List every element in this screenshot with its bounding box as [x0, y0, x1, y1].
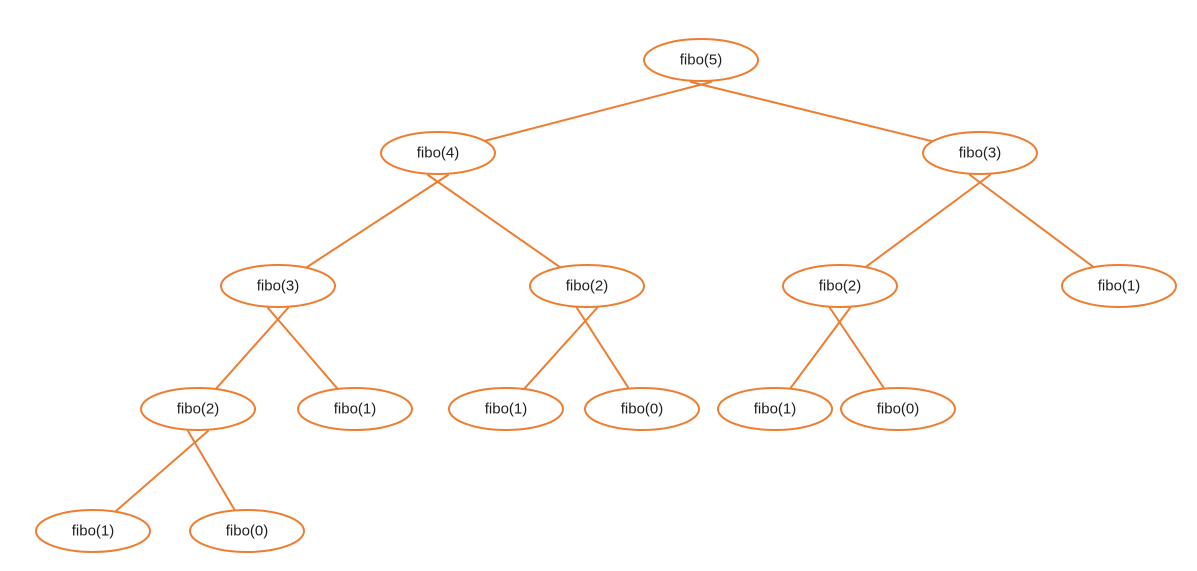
node-label: fibo(5)	[680, 52, 723, 69]
node-ellipse	[922, 131, 1038, 175]
tree-node-n4: fibo(2)	[529, 264, 645, 308]
tree-node-n8: fibo(1)	[297, 387, 413, 431]
tree-node-n12: fibo(0)	[840, 387, 956, 431]
node-label: fibo(4)	[417, 145, 460, 162]
node-label: fibo(2)	[566, 278, 609, 295]
node-label: fibo(0)	[877, 401, 920, 418]
node-ellipse	[643, 38, 759, 82]
node-ellipse	[1061, 264, 1177, 308]
tree-node-n11: fibo(1)	[717, 387, 833, 431]
nodes-layer: fibo(5) fibo(4) fibo(3) fibo(3) fibo(2) fibo(…	[35, 38, 1177, 553]
tree-node-n5: fibo(2)	[782, 264, 898, 308]
node-ellipse	[220, 264, 336, 308]
tree-node-n13: fibo(1)	[35, 509, 151, 553]
node-ellipse	[297, 387, 413, 431]
node-label: fibo(0)	[621, 401, 664, 418]
node-ellipse	[140, 387, 256, 431]
node-label: fibo(3)	[257, 278, 300, 295]
node-label: fibo(1)	[1098, 278, 1141, 295]
tree-node-n6: fibo(1)	[1061, 264, 1177, 308]
node-ellipse	[840, 387, 956, 431]
node-ellipse	[782, 264, 898, 308]
node-ellipse	[35, 509, 151, 553]
node-ellipse	[529, 264, 645, 308]
tree-node-n10: fibo(0)	[584, 387, 700, 431]
node-ellipse	[717, 387, 833, 431]
node-label: fibo(2)	[177, 401, 220, 418]
tree-node-n14: fibo(0)	[189, 509, 305, 553]
tree-node-n3: fibo(3)	[220, 264, 336, 308]
tree-node-n1: fibo(4)	[380, 131, 496, 175]
node-ellipse	[380, 131, 496, 175]
tree-node-n2: fibo(3)	[922, 131, 1038, 175]
node-ellipse	[584, 387, 700, 431]
node-ellipse	[189, 509, 305, 553]
node-label: fibo(1)	[485, 401, 528, 418]
tree-node-n0: fibo(5)	[643, 38, 759, 82]
node-label: fibo(1)	[72, 523, 115, 540]
node-label: fibo(1)	[334, 401, 377, 418]
node-label: fibo(2)	[819, 278, 862, 295]
node-ellipse	[448, 387, 564, 431]
tree-node-n7: fibo(2)	[140, 387, 256, 431]
node-label: fibo(0)	[226, 523, 269, 540]
node-label: fibo(3)	[959, 145, 1002, 162]
node-label: fibo(1)	[754, 401, 797, 418]
tree-node-n9: fibo(1)	[448, 387, 564, 431]
